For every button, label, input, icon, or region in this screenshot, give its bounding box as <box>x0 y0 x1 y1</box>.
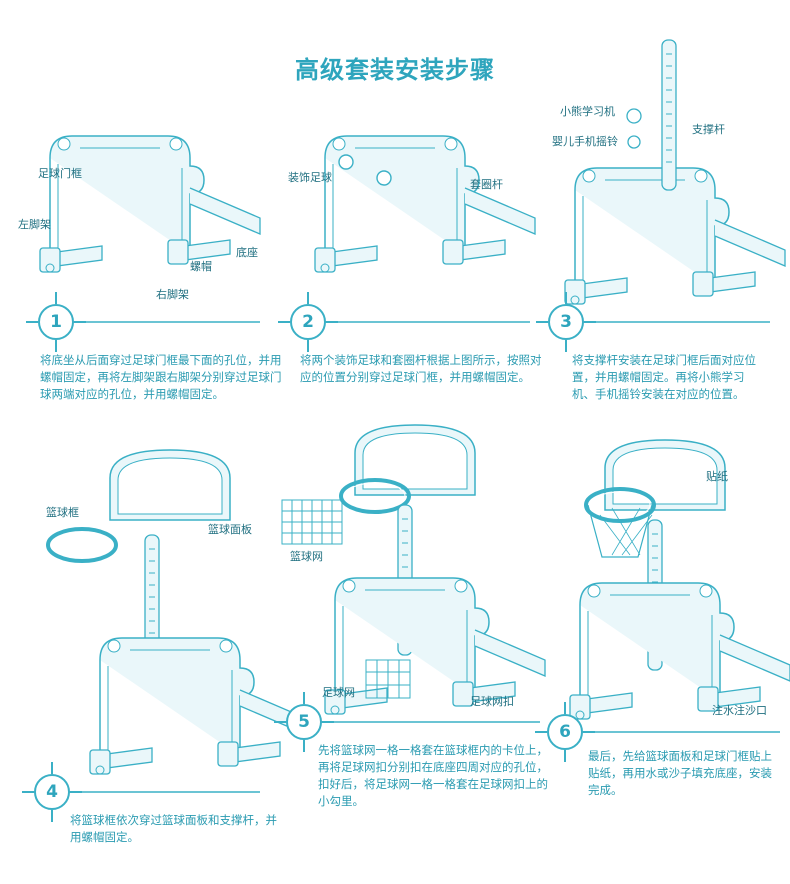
label-phone-rattle: 婴儿手机摇铃 <box>552 135 618 148</box>
label-backboard: 篮球面板 <box>208 523 252 536</box>
label-fill-port: 注水注沙口 <box>712 704 767 717</box>
label-basket-net: 篮球网 <box>290 550 323 563</box>
label-soccer-net: 足球网 <box>322 686 355 699</box>
label-basket-rim: 篮球框 <box>46 506 79 519</box>
label-nut: 螺帽 <box>190 260 212 273</box>
label-base: 底座 <box>236 246 258 259</box>
label-decor-ball: 装饰足球 <box>288 171 332 184</box>
step-5-description: 先将篮球网一格一格套在篮球框内的卡位上，再将足球网扣分别扣在底座四周对应的孔位，… <box>318 743 548 808</box>
step-4-number: 4 <box>46 782 58 802</box>
step-3-description: 将支撑杆安装在足球门框后面对应位置，并用螺帽固定。再将小熊学习机、手机摇铃安装在… <box>572 353 756 401</box>
step-1-description: 将底坐从后面穿过足球门框最下面的孔位，并用螺帽固定，再将左脚架跟右脚架分别穿过足… <box>40 353 282 401</box>
step-1-number: 1 <box>50 312 62 332</box>
step-4-description: 将篮球框依次穿过篮球面板和支撑杆，并用螺帽固定。 <box>70 813 277 844</box>
step-6-number: 6 <box>559 722 571 742</box>
step-2-description: 将两个装饰足球和套圈杆根据上图所示，按照对应的位置分别穿过足球门框，并用螺帽固定… <box>300 353 542 384</box>
label-ring-pole: 套圈杆 <box>470 178 503 191</box>
step-2-number: 2 <box>302 312 314 332</box>
label-net-clip: 足球网扣 <box>470 695 514 708</box>
label-goal-frame: 足球门框 <box>38 167 82 180</box>
label-support-pole: 支撑杆 <box>692 123 725 136</box>
step-3-number: 3 <box>560 312 572 332</box>
label-left-foot: 左脚架 <box>18 218 51 231</box>
page-title: 高级套装安装步骤 <box>295 56 495 84</box>
label-right-foot: 右脚架 <box>156 288 189 301</box>
step-6-description: 最后，先给篮球面板和足球门框贴上贴纸，再用水或沙子填充底座，安装完成。 <box>588 749 772 797</box>
label-bear-learner: 小熊学习机 <box>560 105 615 118</box>
step-5-number: 5 <box>298 712 310 732</box>
label-stickers: 贴纸 <box>706 470 728 483</box>
